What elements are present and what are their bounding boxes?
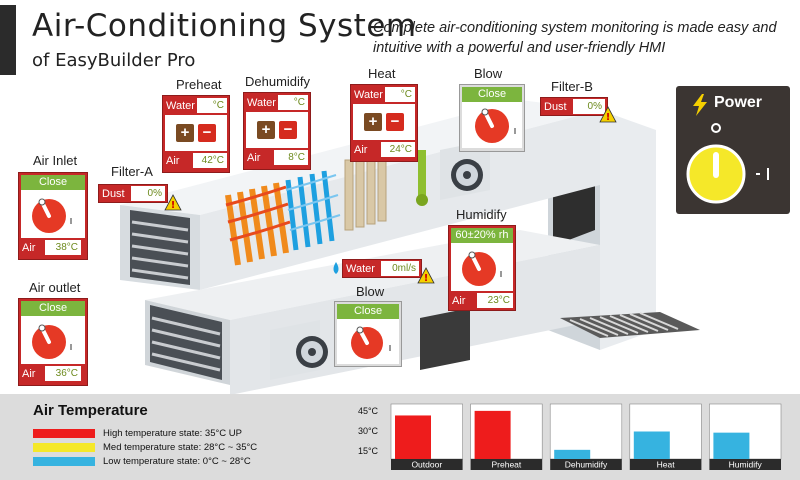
humidify-setpoint[interactable]: 60±20% rh (451, 228, 513, 243)
power-panel: Power (676, 86, 790, 214)
chart-bar (713, 432, 750, 459)
page-title: Air-Conditioning System (32, 8, 417, 44)
temperature-bar-chart: 45°C 30°C 15°C Outdoor Preheat Dehumidify Heat… (346, 401, 792, 475)
blow-top-label: Blow (474, 66, 503, 81)
filter-b-dust-value: 0% (573, 99, 605, 114)
water-flow-value: 0ml/s (381, 261, 419, 276)
dehumidify-water-value: °C (278, 95, 308, 110)
blow-bottom-label: Blow (356, 284, 385, 299)
heat-panel: Water °C + − Air 24°C (350, 84, 418, 162)
filter-a-panel: Dust 0% (98, 184, 168, 203)
legend-item-high: High temperature state: 35°C UP (33, 428, 257, 439)
heat-label: Heat (368, 66, 396, 81)
category-label: Dehumidify (565, 460, 608, 470)
water-flow-panel: Water 0ml/s (342, 259, 422, 278)
preheat-panel: Water °C + − Air 42°C (162, 95, 230, 173)
svg-text:!: ! (171, 200, 176, 211)
filter-a-dust-value: 0% (131, 186, 165, 201)
air-inlet-air-row: Air 38°C (19, 238, 87, 257)
heat-air-value: 24°C (381, 142, 415, 157)
air-outlet-air-row: Air 36°C (19, 364, 87, 383)
warning-icon: ! (599, 106, 617, 123)
power-switch[interactable] (684, 122, 784, 210)
warning-icon: ! (417, 267, 435, 284)
filter-a-label: Filter-A (111, 164, 153, 179)
category-label: Humidify (729, 460, 763, 470)
y-tick-label: 30°C (358, 426, 379, 436)
category-label: Heat (657, 460, 676, 470)
preheat-water-value: °C (197, 98, 227, 113)
dehumidify-decrease-button[interactable]: − (279, 121, 297, 139)
svg-text:!: ! (606, 112, 611, 123)
chart-bar (395, 415, 431, 459)
preheat-decrease-button[interactable]: − (198, 124, 216, 142)
humidify-label: Humidify (456, 207, 507, 222)
category-label-bg (709, 459, 781, 470)
dehumidify-air-value: 8°C (274, 150, 308, 165)
y-tick-label: 15°C (358, 446, 379, 456)
humidify-panel: 60±20% rh Air 23°C (448, 225, 516, 311)
category-label-bg (629, 459, 702, 470)
legend-swatch (33, 457, 95, 466)
blow-top-knob[interactable] (462, 102, 522, 148)
filter-b-panel: Dust 0% (540, 97, 608, 116)
heat-water-value: °C (385, 87, 415, 102)
damper-knob-icon (32, 198, 72, 233)
humidifier-knob-icon (462, 251, 502, 286)
warning-icon: ! (164, 194, 182, 211)
air-outlet-air-value: 36°C (45, 366, 81, 381)
heat-decrease-button[interactable]: − (386, 113, 404, 131)
chart-bar (633, 431, 670, 459)
air-outlet-panel: Close Air 36°C (18, 298, 88, 386)
blow-bottom-knob[interactable] (337, 319, 399, 364)
air-outlet-state-button[interactable]: Close (21, 301, 85, 316)
blower-knob-icon (475, 108, 516, 143)
legend-swatch (33, 443, 95, 452)
legend: High temperature state: 35°C UP Med temp… (33, 428, 257, 467)
heat-increase-button[interactable]: + (364, 113, 382, 131)
preheat-label: Preheat (176, 77, 222, 92)
blower-knob-icon (351, 326, 391, 359)
blow-bottom-state-button[interactable]: Close (337, 304, 399, 319)
preheat-air-value: 42°C (193, 153, 227, 168)
category-label-bg (550, 459, 622, 470)
legend-item-low: Low temperature state: 0°C ~ 28°C (33, 456, 257, 467)
preheat-increase-button[interactable]: + (176, 124, 194, 142)
filter-b-label: Filter-B (551, 79, 593, 94)
air-outlet-knob[interactable] (21, 316, 85, 364)
dehumidify-label: Dehumidify (245, 74, 311, 89)
lightning-icon (693, 94, 707, 116)
category-label: Outdoor (411, 460, 442, 470)
humidify-knob[interactable] (451, 243, 513, 291)
blow-bottom-panel: Close (334, 301, 402, 367)
title-accent-bar (0, 5, 16, 75)
dehumidify-increase-button[interactable]: + (257, 121, 275, 139)
dehumidify-panel: Water °C + − Air 8°C (243, 92, 311, 170)
air-inlet-label: Air Inlet (33, 153, 78, 168)
legend-swatch (33, 429, 95, 438)
air-inlet-state-button[interactable]: Close (21, 175, 85, 190)
air-outlet-label: Air outlet (29, 280, 81, 295)
legend-title: Air Temperature (33, 402, 148, 419)
damper-knob-icon (32, 324, 72, 359)
air-inlet-air-value: 38°C (45, 240, 81, 255)
category-label: Preheat (492, 460, 522, 470)
chart-bar (474, 410, 511, 459)
category-label-bg (391, 459, 463, 470)
air-inlet-panel: Close Air 38°C (18, 172, 88, 260)
air-inlet-knob[interactable] (21, 190, 85, 238)
svg-text:!: ! (424, 273, 429, 284)
humidify-air-value: 23°C (477, 293, 513, 308)
y-tick-label: 45°C (358, 406, 379, 416)
tagline: Complete air-conditioning system monitor… (373, 20, 777, 56)
blow-top-panel: Close (459, 84, 525, 152)
chart-bar (554, 449, 591, 459)
power-label: Power (714, 94, 763, 111)
page-subtitle: of EasyBuilder Pro (32, 50, 196, 71)
legend-item-med: Med temperature state: 28°C ~ 35°C (33, 442, 257, 453)
category-label-bg (470, 459, 543, 470)
blow-top-state-button[interactable]: Close (462, 87, 522, 102)
